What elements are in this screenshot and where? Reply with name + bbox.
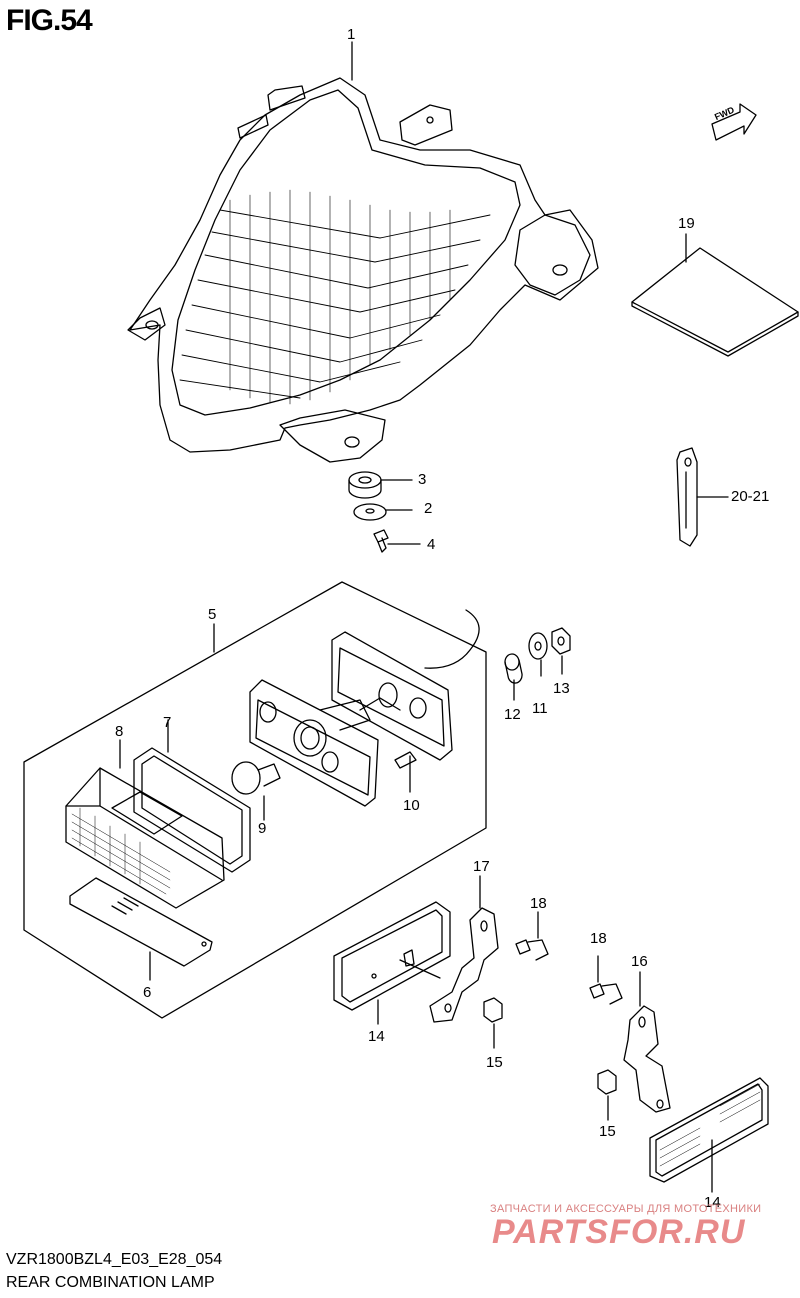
callout-12: 12 — [504, 706, 521, 723]
callout-20-21: 20-21 — [731, 488, 770, 505]
callout-14b: 14 — [704, 1194, 721, 1211]
lens-plate — [69, 877, 213, 981]
callout-8: 8 — [115, 723, 124, 740]
bracket-17 — [429, 875, 499, 1023]
lens — [65, 739, 225, 909]
watermark-tagline: ЗАПЧАСТИ И АКСЕССУАРЫ ДЛЯ МОТОТЕХНИКИ — [490, 1203, 762, 1215]
wire — [424, 609, 480, 669]
tail-lamp-housing — [127, 77, 599, 463]
bulb — [231, 761, 281, 821]
bolt-18a — [515, 911, 549, 961]
callout-9: 9 — [258, 820, 267, 837]
callout-4: 4 — [427, 536, 436, 553]
callout-19: 19 — [678, 215, 695, 232]
callout-15a: 15 — [486, 1054, 503, 1071]
nut-15a — [483, 997, 503, 1049]
callout-15b: 15 — [599, 1123, 616, 1140]
screw-10 — [394, 751, 417, 793]
bracket-strap — [676, 447, 729, 547]
bracket-16 — [623, 971, 671, 1113]
callout-7: 7 — [163, 714, 172, 731]
nut-15b — [597, 1069, 617, 1121]
watermark-logo: PARTSFOR.RU — [492, 1213, 746, 1251]
callout-2: 2 — [424, 500, 433, 517]
callout-18a: 18 — [530, 895, 547, 912]
lamp-socket-body — [249, 679, 379, 807]
screw — [373, 529, 421, 553]
callout-17: 17 — [473, 858, 490, 875]
callout-11: 11 — [532, 700, 548, 717]
figure-title: FIG.54 — [6, 4, 93, 37]
nut-13 — [551, 627, 571, 675]
washer-11 — [528, 632, 548, 677]
assembly-box — [23, 581, 487, 1019]
stud-bolt — [399, 949, 441, 979]
washer — [353, 503, 413, 521]
reflector-left — [333, 901, 451, 1025]
fwd-arrow-icon — [711, 103, 757, 141]
callout-10: 10 — [403, 797, 420, 814]
reflector-right — [649, 1077, 769, 1193]
callout-5: 5 — [208, 606, 217, 623]
grommet — [348, 471, 413, 499]
callout-13: 13 — [553, 680, 570, 697]
model-code: VZR1800BZL4_E03_E28_054 — [6, 1251, 223, 1268]
callout-3: 3 — [418, 471, 427, 488]
figure-caption: REAR COMBINATION LAMP — [6, 1274, 215, 1291]
label-sheet — [631, 233, 799, 357]
spacer-12 — [504, 653, 523, 701]
callout-1: 1 — [347, 26, 356, 43]
gasket — [133, 719, 251, 873]
callout-14a: 14 — [368, 1028, 385, 1045]
lamp-socket-plate — [331, 631, 453, 761]
bolt-18b — [589, 955, 623, 1005]
callout-18b: 18 — [590, 930, 607, 947]
callout-16: 16 — [631, 953, 648, 970]
callout-6: 6 — [143, 984, 152, 1001]
